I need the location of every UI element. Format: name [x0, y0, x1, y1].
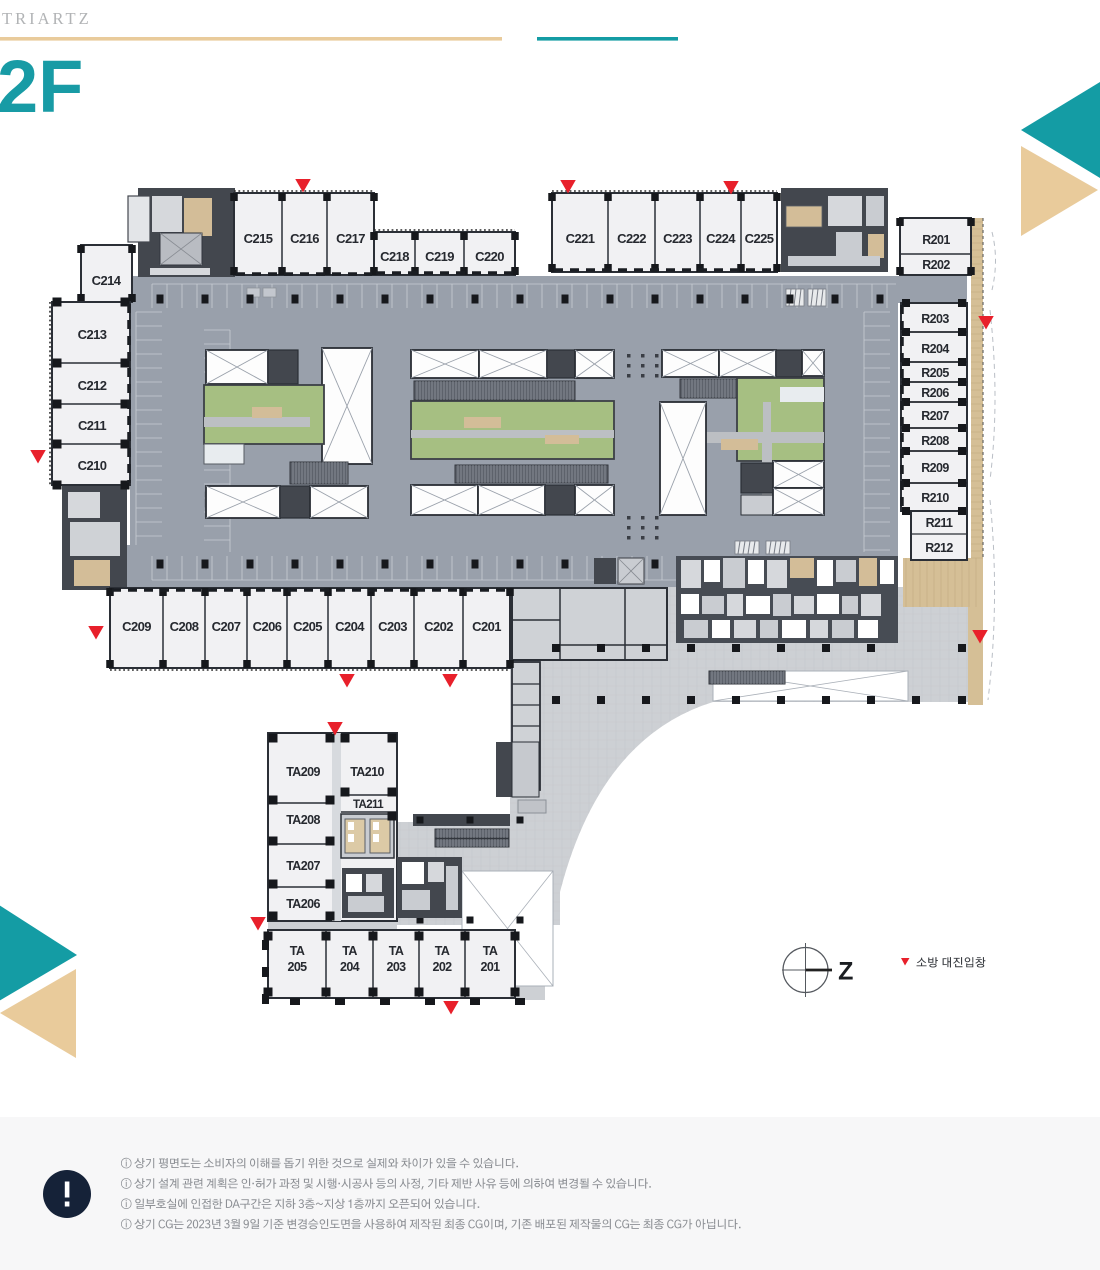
svg-text:R210: R210 — [921, 491, 949, 505]
svg-text:C223: C223 — [663, 231, 692, 246]
svg-text:C224: C224 — [706, 231, 736, 246]
svg-text:C213: C213 — [78, 327, 107, 342]
svg-text:R207: R207 — [921, 409, 949, 423]
svg-text:C221: C221 — [566, 231, 595, 246]
svg-text:R206: R206 — [921, 386, 949, 400]
svg-text:R204: R204 — [921, 342, 949, 356]
svg-text:TA207: TA207 — [286, 859, 320, 873]
svg-text:C220: C220 — [475, 249, 504, 264]
svg-text:R201: R201 — [922, 233, 950, 247]
svg-text:TA: TA — [389, 944, 404, 958]
svg-text:TRIARTZ: TRIARTZ — [2, 9, 92, 28]
svg-text:C215: C215 — [244, 231, 273, 246]
svg-text:R202: R202 — [922, 258, 950, 272]
svg-text:TA: TA — [435, 944, 450, 958]
svg-text:C210: C210 — [78, 458, 107, 473]
svg-text:R205: R205 — [921, 366, 949, 380]
svg-text:C207: C207 — [212, 619, 241, 634]
svg-text:C202: C202 — [424, 619, 453, 634]
svg-text:R209: R209 — [921, 461, 949, 475]
svg-text:TA: TA — [483, 944, 498, 958]
svg-text:TA208: TA208 — [286, 813, 320, 827]
svg-text:TA209: TA209 — [286, 765, 320, 779]
svg-text:C205: C205 — [293, 619, 322, 634]
svg-text:201: 201 — [480, 960, 500, 974]
svg-text:R208: R208 — [921, 434, 949, 448]
svg-text:C214: C214 — [92, 273, 122, 288]
svg-text:R203: R203 — [921, 312, 949, 326]
svg-text:205: 205 — [287, 960, 307, 974]
svg-text:C209: C209 — [122, 619, 151, 634]
svg-text:Z: Z — [838, 958, 853, 986]
svg-text:204: 204 — [340, 960, 360, 974]
svg-text:C222: C222 — [617, 231, 646, 246]
svg-text:203: 203 — [386, 960, 406, 974]
svg-text:R212: R212 — [925, 541, 953, 555]
svg-text:R211: R211 — [926, 516, 953, 530]
svg-text:C211: C211 — [78, 418, 106, 433]
svg-text:C201: C201 — [472, 619, 501, 634]
svg-text:TA: TA — [290, 944, 305, 958]
svg-text:C217: C217 — [336, 231, 365, 246]
svg-text:C204: C204 — [335, 619, 365, 634]
svg-text:C225: C225 — [745, 231, 774, 246]
svg-text:C206: C206 — [253, 619, 282, 634]
svg-text:C216: C216 — [290, 231, 319, 246]
svg-text:TA: TA — [342, 944, 357, 958]
svg-text:TA210: TA210 — [350, 765, 384, 779]
svg-text:C212: C212 — [78, 378, 107, 393]
svg-text:C203: C203 — [378, 619, 407, 634]
svg-text:C208: C208 — [170, 619, 199, 634]
svg-text:TA206: TA206 — [286, 897, 320, 911]
svg-text:C219: C219 — [425, 249, 454, 264]
svg-text:202: 202 — [432, 960, 452, 974]
svg-text:C218: C218 — [380, 249, 409, 264]
svg-text:TA211: TA211 — [353, 799, 384, 811]
svg-text:2F: 2F — [0, 45, 83, 128]
